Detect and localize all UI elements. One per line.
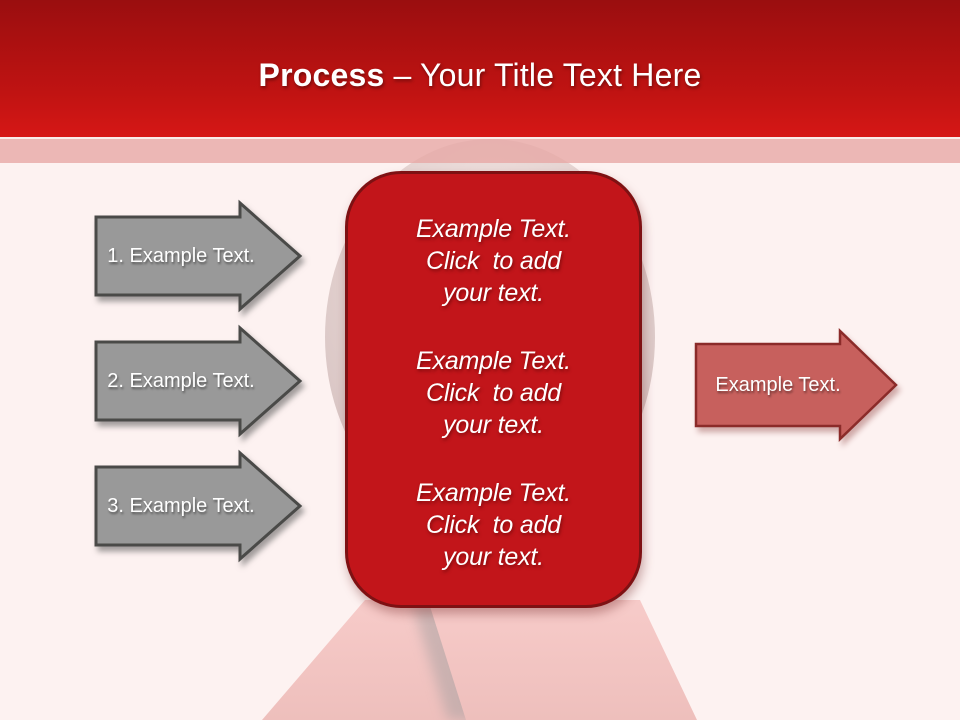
process-step-arrow-3: 3. Example Text. bbox=[94, 449, 304, 563]
output-arrow-label: Example Text. bbox=[715, 373, 841, 396]
header-band: Process– Your Title Text Here bbox=[0, 0, 960, 137]
process-step-label-2: 2. Example Text. bbox=[107, 369, 255, 392]
ribbon-right-tail-shape bbox=[428, 600, 697, 720]
slide-title-text: – Your Title Text Here bbox=[393, 57, 702, 93]
center-text-box: Example Text. Click to add your text. Ex… bbox=[345, 171, 642, 608]
process-step-arrow-2: 2. Example Text. bbox=[94, 324, 304, 438]
text-block-2: Example Text. Click to add your text. bbox=[348, 345, 639, 441]
process-step-arrow-1: 1. Example Text. bbox=[94, 199, 304, 313]
text-line: Click to add bbox=[426, 246, 561, 275]
arrow-shape bbox=[94, 199, 303, 313]
arrow-shape bbox=[694, 328, 898, 442]
output-arrow: Example Text. bbox=[694, 328, 899, 442]
arrow-shape bbox=[94, 449, 303, 563]
text-block-3: Example Text. Click to add your text. bbox=[348, 477, 639, 573]
text-line: your text. bbox=[443, 278, 544, 307]
text-line: your text. bbox=[443, 410, 544, 439]
text-line: Example Text. bbox=[416, 346, 571, 375]
process-step-label-3: 3. Example Text. bbox=[107, 494, 255, 517]
pink-divider-band bbox=[0, 137, 960, 163]
text-block-1: Example Text. Click to add your text. bbox=[348, 213, 639, 309]
text-line: your text. bbox=[443, 542, 544, 571]
text-line: Click to add bbox=[426, 378, 561, 407]
arrow-shape bbox=[94, 324, 303, 438]
slide-title-emphasis: Process bbox=[258, 57, 385, 93]
text-line: Example Text. bbox=[416, 214, 571, 243]
text-line: Example Text. bbox=[416, 478, 571, 507]
slide-title: Process– Your Title Text Here bbox=[259, 57, 702, 94]
text-line: Click to add bbox=[426, 510, 561, 539]
process-step-label-1: 1. Example Text. bbox=[107, 244, 255, 267]
